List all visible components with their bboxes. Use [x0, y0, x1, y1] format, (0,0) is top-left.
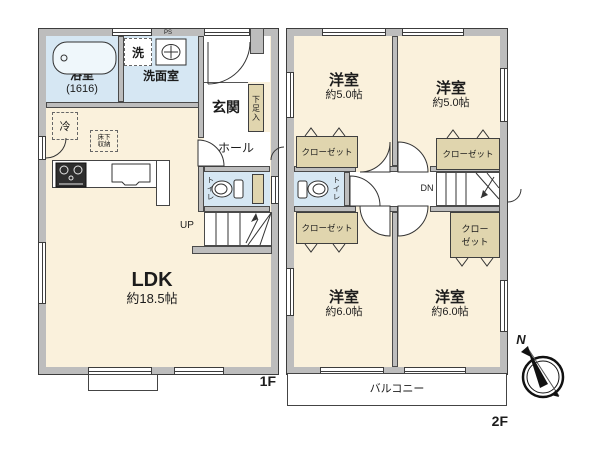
compass-north-label: N: [516, 332, 526, 348]
stairs-1f: [204, 212, 272, 246]
window: [500, 280, 508, 332]
bath-label: 浴室 (1616): [66, 67, 98, 95]
window: [271, 176, 279, 204]
window: [112, 28, 152, 36]
shoe-cabinet-label: 下足入: [251, 94, 261, 122]
bedroom-2-label: 洋室 約5.0帖: [432, 80, 470, 110]
window: [402, 28, 464, 36]
window: [38, 242, 46, 304]
window: [500, 68, 508, 122]
porch-opening: [204, 28, 250, 36]
closet-bottom-right: クローゼット: [450, 212, 500, 258]
entrance-label: 玄関: [212, 98, 240, 115]
balcony: [287, 373, 507, 406]
laundry-space: 洗: [124, 38, 152, 66]
kitchen-counter: [52, 160, 170, 188]
stairs-exterior-door-arc: [507, 188, 522, 203]
toilet-label-1f: トイレ: [206, 176, 215, 202]
floor1-title: 1F: [259, 372, 276, 389]
floor2-title: 2F: [491, 412, 508, 429]
window: [174, 367, 224, 375]
stairs-2f: [436, 172, 500, 206]
closet-bottom-left: クローゼット: [296, 212, 358, 244]
toilet-label-2f: トイレ: [332, 176, 341, 202]
stairs-down-label: DN: [420, 182, 434, 193]
window: [322, 28, 386, 36]
window: [286, 72, 294, 118]
ldk-label: LDK 約18.5帖: [126, 269, 178, 307]
toilet-cabinet: [252, 174, 264, 204]
kitchen-counter-return: [156, 160, 170, 206]
ps-label: PS: [163, 30, 172, 37]
entrance-step: [88, 374, 158, 391]
underfloor-storage-label: 床下収納: [97, 133, 111, 148]
bedroom-4-label: 洋室 約6.0帖: [431, 289, 469, 319]
closet-top-left: クローゼット: [296, 136, 358, 168]
fridge-space: 冷: [52, 112, 78, 140]
stairs-up-label: UP: [180, 220, 194, 232]
bedroom-1-label: 洋室 約5.0帖: [325, 72, 363, 102]
washroom-label: 洗面室: [142, 69, 179, 84]
compass-icon: [521, 346, 565, 399]
balcony-label: バルコニー: [369, 382, 425, 395]
shoe-cabinet: [248, 84, 264, 132]
window: [286, 268, 294, 316]
laundry-label: 洗: [131, 45, 144, 60]
hall-label: ホール: [217, 141, 254, 156]
porch-pillar: [250, 28, 264, 54]
closet-top-right: クローゼット: [436, 138, 500, 170]
fridge-label: 冷: [59, 121, 71, 133]
bedroom-3-label: 洋室 約6.0帖: [325, 289, 363, 319]
door-opening: [38, 136, 46, 160]
entrance-room: [204, 82, 248, 132]
underfloor-storage: 床下収納: [90, 130, 118, 152]
